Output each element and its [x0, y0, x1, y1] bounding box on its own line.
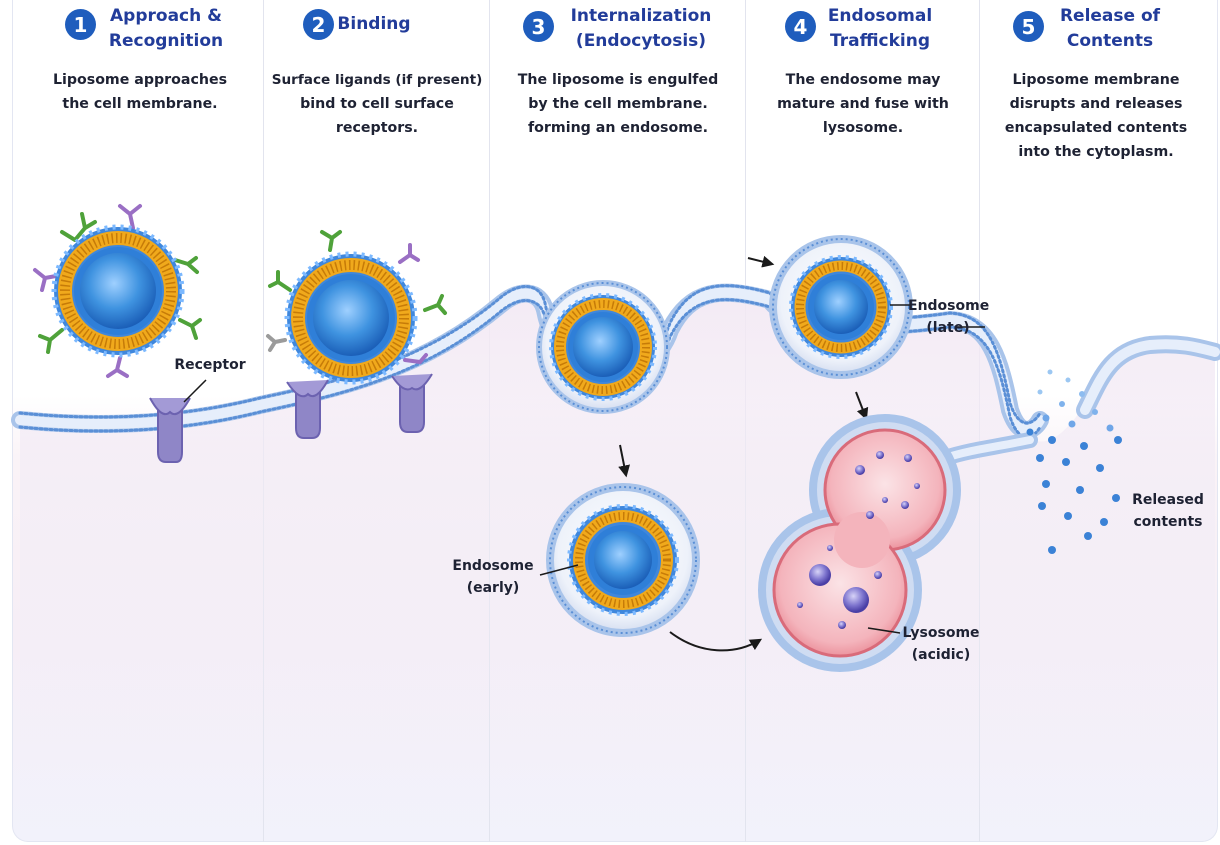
step-5-desc-line1: Liposome membrane	[980, 68, 1212, 92]
step-2-desc-line2: bind to cell surface	[264, 92, 490, 116]
step-3-desc-line3: forming an endosome.	[490, 116, 746, 140]
step-1-badge: 1	[65, 9, 96, 40]
step-4-desc-line1: The endosome may	[746, 68, 980, 92]
step-5-title-line1: Release of	[1048, 4, 1172, 29]
endosome-early-label-line1: Endosome	[448, 555, 538, 577]
step-1-desc-line2: the cell membrane.	[20, 92, 260, 116]
lysosome-label-line1: Lysosome	[898, 622, 984, 644]
step-3-title-line1: Internalization	[560, 4, 722, 29]
released-contents-label-line1: Released	[1128, 489, 1208, 511]
step-2-desc-line1: Surface ligands (if present)	[264, 68, 490, 92]
liposome-step1	[35, 206, 200, 376]
step-1-desc-line1: Liposome approaches	[20, 68, 260, 92]
step-3-desc-line2: by the cell membrane.	[490, 92, 746, 116]
step-5-title-line2: Contents	[1048, 29, 1172, 54]
step-4-desc-line3: lysosome.	[746, 116, 980, 140]
step-4-title-line2: Trafficking	[818, 29, 942, 54]
liposome-engulfed	[539, 283, 667, 411]
step-2-badge: 2	[303, 9, 334, 40]
receptor-label: Receptor	[170, 354, 250, 376]
step-5-badge: 5	[1013, 11, 1044, 42]
step-4-badge: 4	[785, 11, 816, 42]
step-5-desc-line2: disrupts and releases	[980, 92, 1212, 116]
step-4-desc-line2: mature and fuse with	[746, 92, 980, 116]
step-3-badge: 3	[523, 11, 554, 42]
step-1-title-line1: Approach &	[98, 4, 234, 29]
step-1-title-line2: Recognition	[98, 29, 234, 54]
lysosome-label-line2: (acidic)	[898, 644, 984, 666]
step-2-title: Binding	[336, 12, 412, 37]
step-4-title-line1: Endosomal	[818, 4, 942, 29]
endosome-early-label-line2: (early)	[448, 577, 538, 599]
endosome-late-label-line2: (late)	[908, 317, 988, 339]
step-5-desc-line4: into the cytoplasm.	[980, 140, 1212, 164]
step-3-desc-line1: The liposome is engulfed	[490, 68, 746, 92]
released-contents-label-line2: contents	[1128, 511, 1208, 533]
step-5-desc-line3: encapsulated contents	[980, 116, 1212, 140]
endosome-late-label-line1: Endosome	[908, 295, 988, 317]
step-3-title-line2: (Endocytosis)	[560, 29, 722, 54]
step-2-desc-line3: receptors.	[264, 116, 490, 140]
arrow-step4	[748, 258, 772, 264]
